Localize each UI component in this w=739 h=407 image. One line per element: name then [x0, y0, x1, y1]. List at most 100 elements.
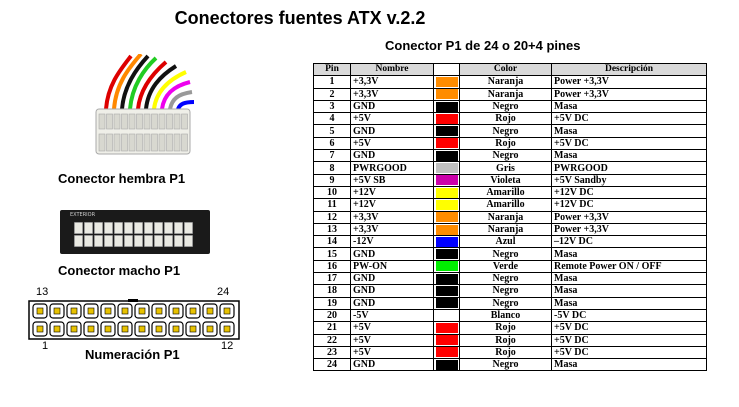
header-name: Nombre: [350, 62, 434, 77]
color-cell: Negro: [459, 247, 552, 261]
page-title: Conectores fuentes ATX v.2.2: [174, 8, 426, 28]
pin-label-12: 12: [221, 340, 234, 352]
pin-cell: 8: [313, 161, 351, 175]
color-cell: Rojo: [459, 112, 552, 126]
male-connector-pins: [74, 222, 193, 247]
male-connector-caption: Conector macho P1: [58, 263, 181, 278]
pin-cell: 14: [313, 235, 351, 249]
name-cell: +5V: [350, 345, 434, 360]
color-swatch: [435, 273, 458, 284]
color-swatch: [435, 212, 458, 223]
color-cell: Azul: [459, 235, 552, 249]
name-cell: +5V: [350, 112, 434, 126]
description-cell: Power +3,3V: [551, 222, 707, 237]
table-header-row: Pin Nombre Color Descripción: [313, 62, 707, 77]
pin-cell: 11: [313, 198, 351, 212]
color-swatch: [435, 249, 458, 260]
name-cell: GND: [350, 247, 434, 261]
description-cell: +5V DC: [551, 321, 707, 335]
pin-cell: 6: [313, 136, 351, 151]
name-cell: -12V: [350, 235, 434, 249]
color-cell: Negro: [459, 99, 552, 114]
color-swatch: [435, 347, 458, 358]
color-swatch-cell: [433, 333, 460, 347]
pin-cell: 9: [313, 173, 351, 187]
color-swatch: [435, 76, 458, 87]
color-swatch: [435, 175, 458, 186]
header-color: Color: [459, 62, 552, 77]
description-cell: –12V DC: [551, 235, 707, 249]
pin-cell: 15: [313, 247, 351, 261]
color-cell: Negro: [459, 272, 552, 286]
color-cell: Gris: [459, 161, 552, 175]
description-cell: Masa: [551, 272, 707, 286]
color-swatch-cell: [433, 124, 460, 138]
pin-cell: 7: [313, 149, 351, 163]
color-swatch: [435, 150, 458, 161]
name-cell: +3,3V: [350, 210, 434, 224]
color-swatch: [435, 285, 458, 296]
color-swatch: [435, 101, 458, 112]
name-cell: +3,3V: [350, 75, 434, 89]
pin-cell: 20: [313, 308, 351, 323]
description-cell: Masa: [551, 247, 707, 261]
header-pin: Pin: [313, 62, 351, 77]
color-swatch-cell: [433, 358, 460, 372]
color-swatch-cell: [433, 75, 460, 89]
color-swatch-cell: [433, 173, 460, 187]
name-cell: +12V: [350, 198, 434, 212]
color-swatch: [435, 199, 458, 210]
color-cell: Naranja: [459, 222, 552, 237]
color-swatch: [435, 113, 458, 124]
color-swatch: [435, 236, 458, 247]
color-swatch-cell: [433, 321, 460, 335]
color-cell: Negro: [459, 149, 552, 163]
name-cell: +5V: [350, 333, 434, 347]
color-swatch: [435, 163, 458, 174]
name-cell: PW-ON: [350, 259, 434, 274]
color-swatch: [435, 187, 458, 198]
name-cell: GND: [350, 284, 434, 298]
description-cell: -5V DC: [551, 308, 707, 323]
description-cell: Power +3,3V: [551, 210, 707, 224]
pin-cell: 10: [313, 185, 351, 200]
color-cell: Negro: [459, 296, 552, 310]
color-swatch: [435, 335, 458, 346]
header-swatch: [433, 62, 460, 77]
description-cell: Power +3,3V: [551, 87, 707, 101]
color-cell: Rojo: [459, 136, 552, 151]
pin-cell: 21: [313, 321, 351, 335]
pin-cell: 19: [313, 296, 351, 310]
color-cell: Violeta: [459, 173, 552, 187]
pin-cell: 1: [313, 75, 351, 89]
description-cell: PWRGOOD: [551, 161, 707, 175]
color-swatch-cell: [433, 210, 460, 224]
pin-cell: 17: [313, 272, 351, 286]
description-cell: +5V Sandby: [551, 173, 707, 187]
description-cell: Power +3,3V: [551, 75, 707, 89]
color-cell: Naranja: [459, 87, 552, 101]
description-cell: Masa: [551, 284, 707, 298]
color-swatch: [435, 89, 458, 100]
color-cell: Amarillo: [459, 185, 552, 200]
color-swatch: [435, 310, 458, 321]
name-cell: GND: [350, 124, 434, 138]
pin-cell: 16: [313, 259, 351, 274]
description-cell: Masa: [551, 358, 707, 372]
description-cell: +12V DC: [551, 198, 707, 212]
color-cell: Rojo: [459, 345, 552, 360]
color-cell: Rojo: [459, 321, 552, 335]
name-cell: GND: [350, 358, 434, 372]
pin-cell: 23: [313, 345, 351, 360]
